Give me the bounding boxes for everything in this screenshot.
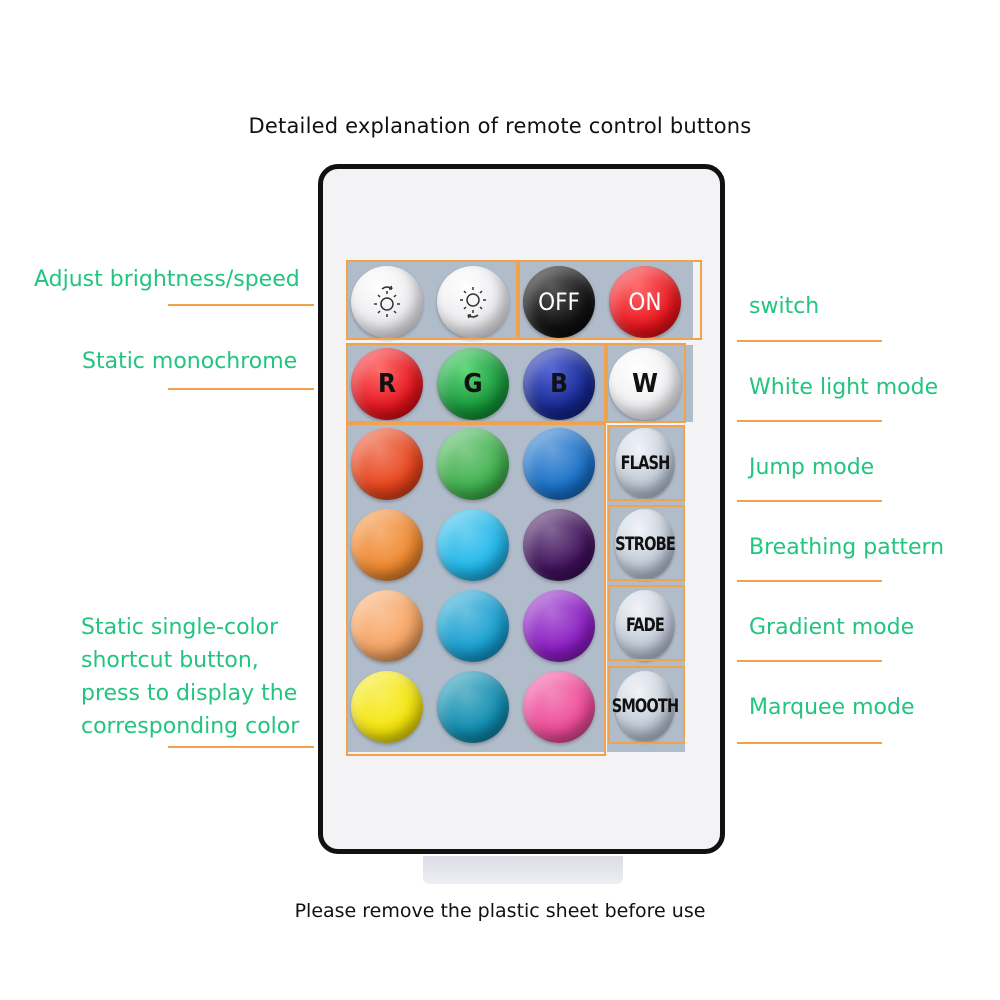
off-button[interactable]: OFF xyxy=(523,266,595,338)
brightness-up-icon xyxy=(370,285,404,319)
color-button-6[interactable] xyxy=(523,509,595,581)
label-static-single: Static single-color shortcut button, pre… xyxy=(81,611,321,743)
label-gradient: Gradient mode xyxy=(749,615,915,640)
frame-brightness xyxy=(346,260,518,340)
white-button[interactable]: W xyxy=(609,348,681,420)
underline-white xyxy=(737,420,882,422)
label-static-single-line2: shortcut button, xyxy=(81,648,259,673)
frame-color-grid xyxy=(346,423,606,756)
green-button[interactable]: G xyxy=(437,348,509,420)
color-button-2[interactable] xyxy=(437,428,509,500)
brightness-down-icon xyxy=(456,285,490,319)
frame-white xyxy=(606,343,686,423)
strobe-button[interactable]: STROBE xyxy=(615,509,676,579)
frame-smooth xyxy=(608,666,685,744)
underline-brightness xyxy=(168,304,314,306)
label-jump: Jump mode xyxy=(749,455,875,480)
label-breathing: Breathing pattern xyxy=(749,535,945,560)
frame-strobe xyxy=(608,505,685,581)
brightness-down-button[interactable] xyxy=(437,266,509,338)
color-button-12[interactable] xyxy=(523,671,595,743)
fade-button[interactable]: FADE xyxy=(615,590,675,660)
page-title: Detailed explanation of remote control b… xyxy=(248,114,752,138)
color-button-3[interactable] xyxy=(523,428,595,500)
plastic-sheet-tab[interactable] xyxy=(423,856,623,884)
label-switch: switch xyxy=(749,294,820,319)
label-brightness: Adjust brightness/speed xyxy=(34,267,300,292)
label-marquee: Marquee mode xyxy=(749,695,915,720)
on-button[interactable]: ON xyxy=(609,266,681,338)
underline-breathing xyxy=(737,580,882,582)
label-static-single-line3: press to display the xyxy=(81,681,298,706)
color-button-10[interactable] xyxy=(351,671,423,743)
frame-switch xyxy=(518,260,702,340)
color-button-7[interactable] xyxy=(351,590,423,662)
smooth-button[interactable]: SMOOTH xyxy=(612,671,679,741)
color-button-8[interactable] xyxy=(437,590,509,662)
blue-button[interactable]: B xyxy=(523,348,595,420)
underline-static-single xyxy=(168,746,314,748)
label-static-single-line4: corresponding color xyxy=(81,714,300,739)
color-button-9[interactable] xyxy=(523,590,595,662)
color-button-1[interactable] xyxy=(351,428,423,500)
frame-flash xyxy=(608,425,685,501)
label-white: White light mode xyxy=(749,375,939,400)
underline-gradient xyxy=(737,660,882,662)
label-static-mono: Static monochrome xyxy=(82,349,298,374)
footer-note: Please remove the plastic sheet before u… xyxy=(294,900,706,922)
flash-button[interactable]: FLASH xyxy=(615,428,675,498)
color-button-11[interactable] xyxy=(437,671,509,743)
underline-jump xyxy=(737,500,882,502)
underline-static-mono xyxy=(168,388,314,390)
label-static-single-line1: Static single-color xyxy=(81,615,279,640)
brightness-up-button[interactable] xyxy=(351,266,423,338)
frame-rgb xyxy=(346,343,606,423)
color-button-5[interactable] xyxy=(437,509,509,581)
frame-fade xyxy=(608,585,685,661)
underline-switch xyxy=(737,340,882,342)
underline-marquee xyxy=(737,742,882,744)
red-button[interactable]: R xyxy=(351,348,423,420)
color-button-4[interactable] xyxy=(351,509,423,581)
